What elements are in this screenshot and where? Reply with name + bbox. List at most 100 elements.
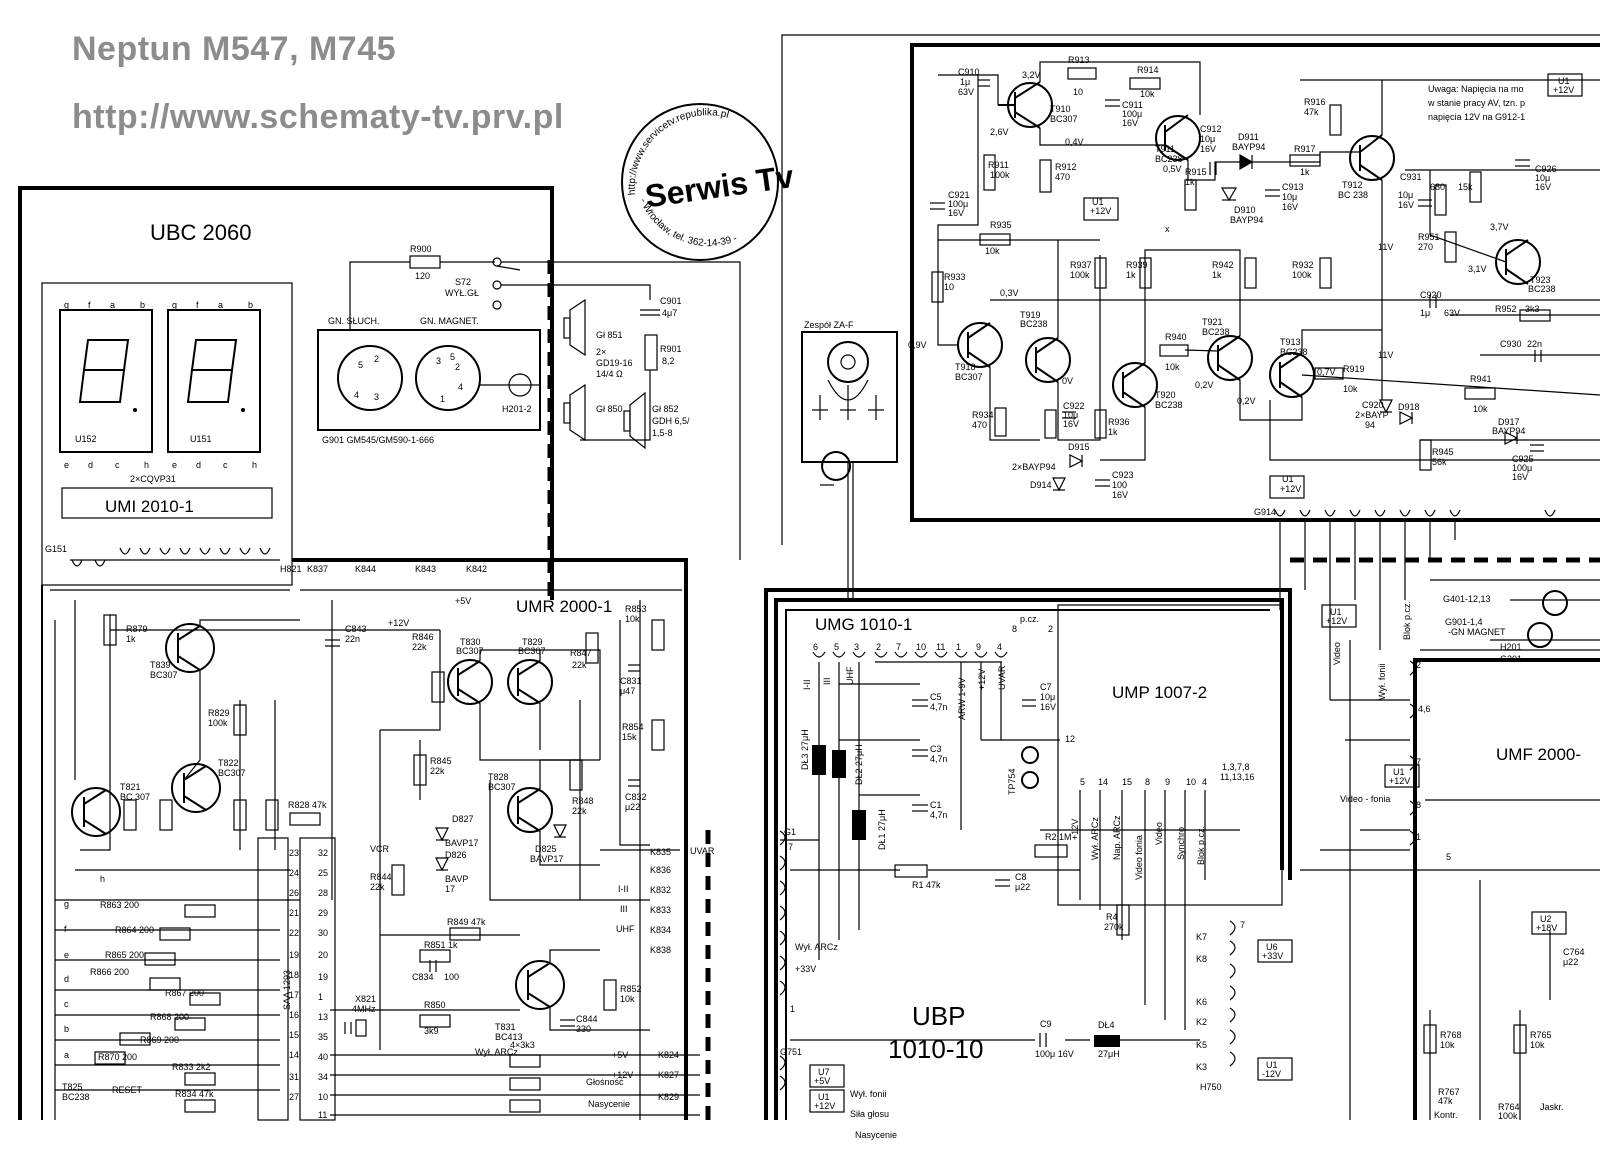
svg-text:330: 330	[576, 1024, 591, 1034]
svg-text:10: 10	[1073, 87, 1083, 97]
svg-text:1k: 1k	[1300, 167, 1310, 177]
svg-text:7: 7	[788, 842, 793, 852]
svg-text:R936: R936	[1108, 417, 1130, 427]
svg-text:C1: C1	[930, 800, 942, 810]
k843-label: K843	[415, 564, 436, 574]
svg-text:U1: U1	[1330, 607, 1342, 617]
svg-text:K832: K832	[650, 885, 671, 895]
svg-text:BC238: BC238	[1155, 400, 1183, 410]
note-line-2: w stanie pracy AV, tzn. p	[1427, 98, 1525, 108]
svg-text:K824: K824	[658, 1050, 679, 1060]
k842-label: K842	[466, 564, 487, 574]
svg-text:94: 94	[1365, 420, 1375, 430]
svg-text:T911: T911	[1155, 144, 1175, 154]
transistor-t920	[1112, 362, 1158, 408]
transistor-t918	[957, 322, 1003, 368]
svg-text:R941: R941	[1470, 374, 1492, 384]
svg-text:g: g	[172, 300, 177, 310]
svg-text:1: 1	[956, 642, 961, 652]
svg-text:R847: R847	[570, 648, 592, 658]
svg-text:R868 200: R868 200	[150, 1012, 189, 1022]
g751-label: G751	[780, 1047, 802, 1057]
svg-text:4,7n: 4,7n	[930, 810, 948, 820]
svg-text:+12V: +12V	[1070, 819, 1080, 840]
svg-text:e: e	[172, 460, 177, 470]
svg-text:R865 200: R865 200	[105, 950, 144, 960]
svg-text:+12V: +12V	[612, 1070, 633, 1080]
svg-text:d: d	[196, 460, 201, 470]
stamp-center: Serwis Tv	[643, 158, 796, 214]
svg-text:T831: T831	[495, 1022, 516, 1032]
svg-text:BC307: BC307	[488, 782, 516, 792]
g201-label: G201	[1500, 654, 1522, 664]
svg-text:10: 10	[944, 282, 954, 292]
transistor-t910	[998, 81, 1053, 129]
svg-text:+18V: +18V	[1536, 923, 1557, 933]
svg-text:BAYP94: BAYP94	[1230, 215, 1263, 225]
svg-text:III: III	[822, 677, 832, 685]
note-line-3: napięcia 12V na G912-1	[1428, 112, 1525, 122]
svg-text:16V: 16V	[1512, 472, 1528, 482]
svg-text:R852: R852	[620, 984, 642, 994]
svg-text:T923: T923	[1530, 275, 1551, 285]
svg-text:U2: U2	[1540, 914, 1552, 924]
svg-text:C921: C921	[948, 190, 970, 200]
svg-text:R767: R767	[1438, 1087, 1460, 1097]
svg-text:R4: R4	[1106, 912, 1118, 922]
svg-text:+5V: +5V	[612, 1050, 628, 1060]
svg-text:Blok p.cz.: Blok p.cz.	[1196, 826, 1206, 865]
svg-text:26: 26	[289, 888, 299, 898]
svg-text:R911: R911	[988, 160, 1009, 170]
svg-text:K833: K833	[650, 905, 671, 915]
svg-text:G914: G914	[1254, 507, 1276, 517]
svg-text:U6: U6	[1266, 942, 1278, 952]
svg-text:11V: 11V	[1378, 242, 1393, 252]
svg-text:3,7V: 3,7V	[1490, 222, 1509, 232]
svg-text:0,7V: 0,7V	[1317, 367, 1336, 377]
svg-text:d: d	[88, 460, 93, 470]
svg-text:3,2V: 3,2V	[1022, 70, 1041, 80]
r901-value: 8,2	[662, 356, 675, 366]
svg-text:34: 34	[318, 1072, 328, 1082]
svg-text:c: c	[115, 460, 120, 470]
svg-text:R849 47k: R849 47k	[447, 917, 486, 927]
svg-text:C912: C912	[1200, 124, 1222, 134]
svg-text:DŁ1 27μH: DŁ1 27μH	[877, 809, 887, 850]
svg-text:R866 200: R866 200	[90, 967, 129, 977]
svg-text:27μH: 27μH	[1098, 1049, 1120, 1059]
r901-label: R901	[660, 344, 682, 354]
svg-text:C834: C834	[412, 972, 434, 982]
svg-text:BC238: BC238	[1528, 284, 1556, 294]
nasycenie-umr: Nasycenie	[588, 1099, 630, 1109]
svg-text:T918: T918	[955, 362, 976, 372]
svg-text:K6: K6	[1196, 997, 1207, 1007]
svg-text:2: 2	[1048, 624, 1053, 634]
svg-text:a: a	[218, 300, 223, 310]
svg-text:8: 8	[1416, 800, 1421, 810]
wyl-arcz-umg: Wył. ARCz	[795, 942, 838, 952]
svg-text:K5: K5	[1196, 1040, 1207, 1050]
svg-text:U1: U1	[818, 1092, 830, 1102]
svg-text:R833 2k2: R833 2k2	[172, 1062, 211, 1072]
svg-text:10k: 10k	[1473, 404, 1488, 414]
svg-text:UHF: UHF	[616, 924, 635, 934]
svg-text:+12V: +12V	[1280, 484, 1301, 494]
svg-text:9: 9	[976, 642, 981, 652]
umr-section: UMR 2000-1	[54, 564, 715, 1121]
transistor-t822	[171, 763, 221, 813]
svg-text:1: 1	[440, 394, 445, 404]
s72-desc: WYŁ.GŁ	[445, 288, 479, 298]
svg-text:10k: 10k	[1440, 1040, 1455, 1050]
glosnosc-label: Głośność	[586, 1077, 624, 1087]
svg-text:4×3k3: 4×3k3	[510, 1040, 535, 1050]
svg-text:ARW 1-9V: ARW 1-9V	[957, 678, 967, 720]
svg-text:47k: 47k	[1304, 107, 1319, 117]
display-note: 2×CQVP31	[130, 474, 176, 484]
svg-text:5: 5	[1080, 777, 1085, 787]
svg-text:20: 20	[318, 950, 328, 960]
svg-text:100k: 100k	[208, 718, 228, 728]
svg-text:16V: 16V	[1535, 182, 1551, 192]
svg-text:R939: R939	[1126, 260, 1148, 270]
svg-text:23: 23	[289, 848, 299, 858]
svg-text:R932: R932	[1292, 260, 1314, 270]
